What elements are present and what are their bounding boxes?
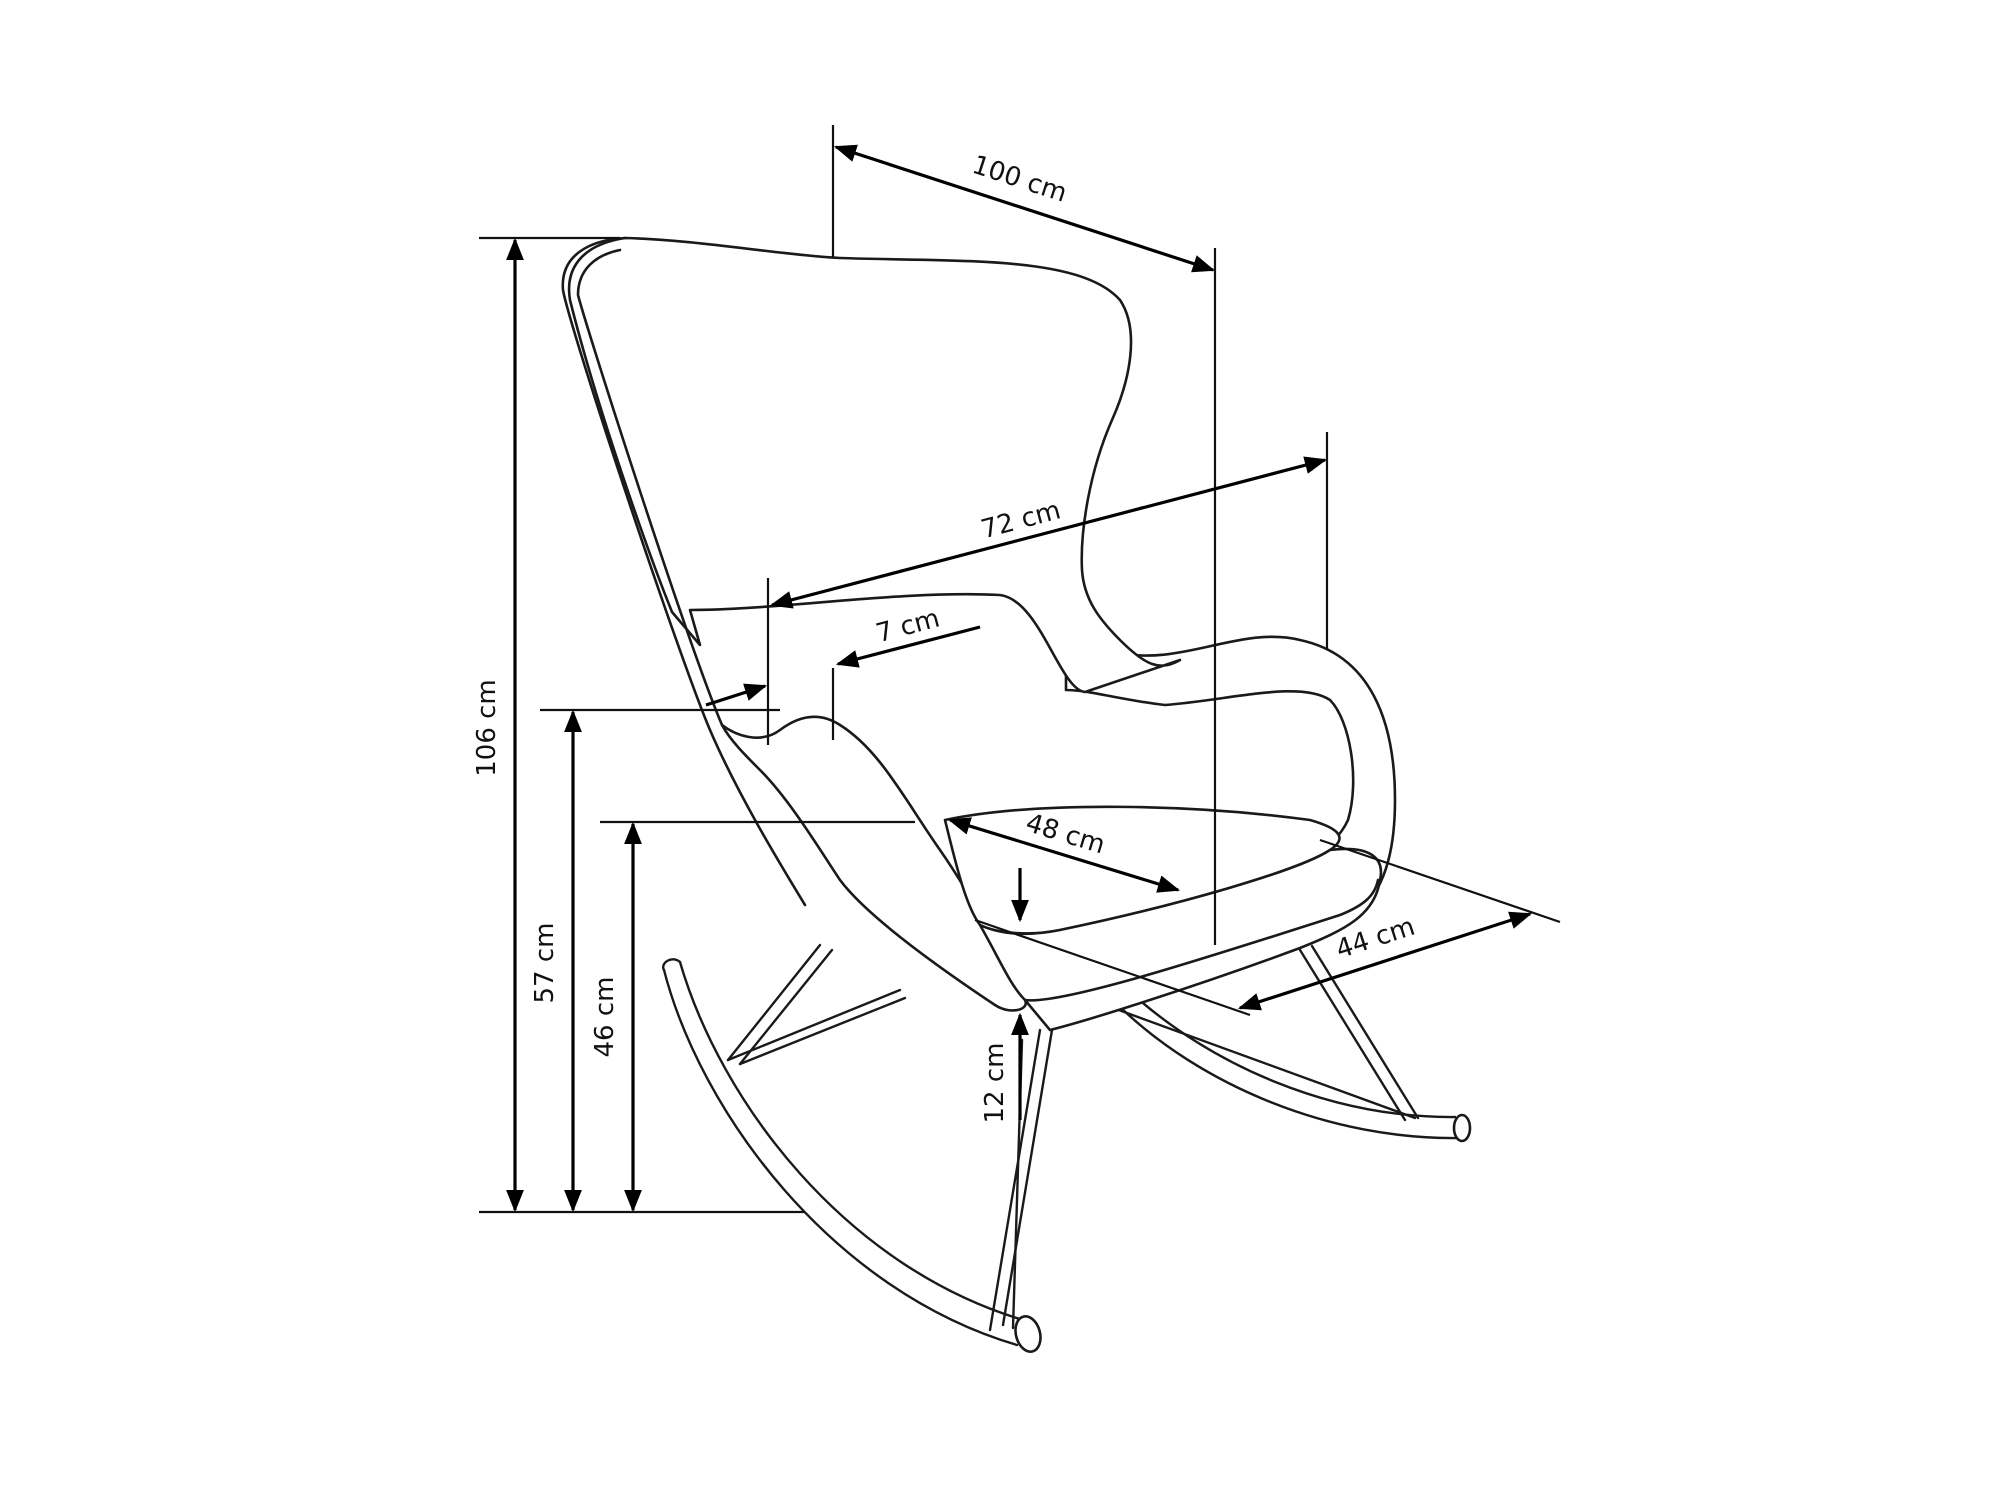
crossbar-left-b bbox=[738, 996, 907, 1066]
rocker-right-end bbox=[1452, 1113, 1472, 1143]
rocker-left bbox=[662, 968, 1019, 1347]
leg-front-left-b bbox=[738, 948, 834, 1066]
ext-44-right bbox=[1319, 838, 1561, 924]
backrest-shell-inner bbox=[576, 248, 724, 727]
dim-44cm bbox=[1237, 911, 1533, 1011]
leg-front-left-a bbox=[726, 943, 822, 1062]
backrest-shell bbox=[561, 236, 807, 907]
rocker-frame bbox=[662, 943, 1472, 1353]
leg-front-right-b bbox=[1001, 1028, 1054, 1327]
label-46cm: 46 cm bbox=[590, 977, 620, 1058]
rocker-left-tip bbox=[662, 958, 682, 972]
crossbar-right bbox=[1103, 1003, 1417, 1120]
label-57cm: 57 cm bbox=[530, 923, 560, 1004]
rocker-left-end bbox=[1014, 1315, 1042, 1353]
ext-44-left bbox=[974, 918, 1251, 1017]
dim-48cm bbox=[947, 817, 1181, 893]
dim-72cm bbox=[769, 456, 1328, 609]
seat-base bbox=[978, 847, 1383, 1032]
rocker-left-inner bbox=[678, 960, 1032, 1324]
chair-body bbox=[561, 236, 1397, 1032]
dimension-lines bbox=[479, 125, 1561, 1214]
crossbar-left bbox=[726, 988, 902, 1062]
label-106cm: 106 cm bbox=[472, 679, 502, 777]
leg-back-right-b bbox=[1310, 944, 1420, 1120]
dim-7cm-left bbox=[705, 683, 768, 707]
label-12cm: 12 cm bbox=[980, 1043, 1010, 1124]
label-7cm: 7 cm bbox=[873, 603, 943, 649]
rocker-right bbox=[1116, 1003, 1462, 1140]
label-100cm: 100 cm bbox=[968, 150, 1070, 209]
dim-7cm-right bbox=[835, 625, 981, 668]
leg-front-right-a bbox=[988, 1028, 1042, 1332]
dim-100cm bbox=[833, 144, 1216, 273]
